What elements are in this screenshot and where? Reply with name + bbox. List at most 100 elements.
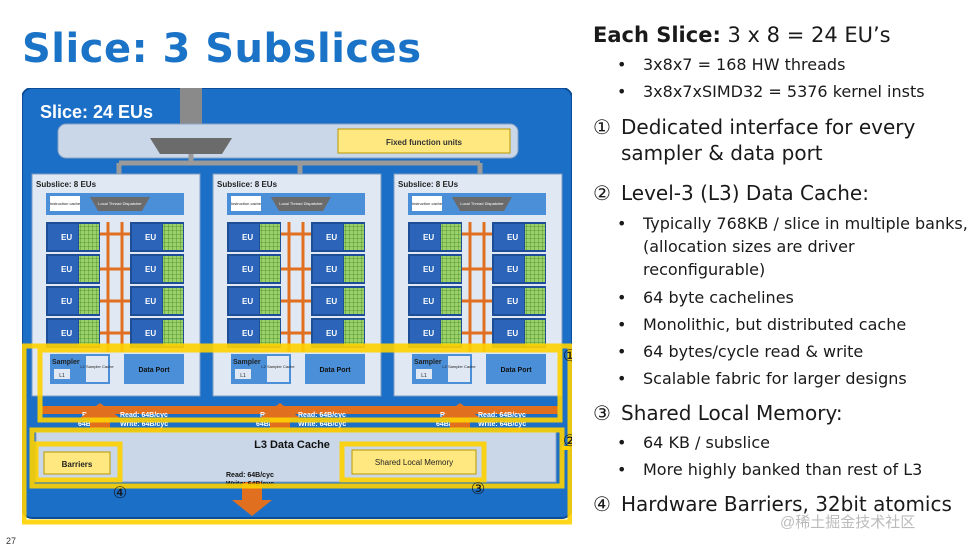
sampler-label: Sampler [52,359,80,366]
l2-sampler-cache-box [448,356,470,382]
section-bullet: 64 KB / subslice [593,431,973,454]
write-label: Write: 64B/cyc [478,421,526,428]
read-label: Read: 64B/cyc [298,412,346,419]
l3-cache-label: L3 Data Cache [254,439,330,451]
highlight-outer [21,343,573,525]
section-number: ① [593,115,611,139]
write-label: Write: 64B/cyc [298,421,346,428]
eu-label: EU [507,233,518,242]
data-port-box [486,354,546,384]
eu-interconnect [281,222,311,352]
highlight-2 [29,427,565,489]
section-1: ① Dedicated interface for every sampler … [593,114,973,166]
bottom-arrow [232,482,272,516]
section-bullet: Monolithic, but distributed cache [593,313,973,336]
dispatcher-label: Local Thread Dispatcher [460,201,504,206]
l1-box [235,369,251,379]
watermark: @稀土掘金技术社区 [780,514,916,531]
fixed-function-label: Fixed function units [386,138,463,147]
section-text: Hardware Barriers, 32bit atomics [621,492,952,516]
eu-label: EU [61,233,72,242]
heading-bullet: 3x8x7 = 168 HW threads [593,53,973,76]
barriers-box [43,451,111,475]
fixed-function-box [337,128,511,154]
fabric-bar [42,406,558,414]
eu-interconnect [462,222,492,352]
slide-title: Slice: 3 Subslices [22,26,422,72]
l1-label: L1 [240,373,246,379]
l2-sampler-cache-box [267,356,289,382]
instruction-cache-box [231,196,261,211]
eu-grid: EU EU EU EU EU EU EU EU [46,222,184,348]
data-port-label: Data Port [319,367,351,374]
instruction-cache-label: Instruction cache [50,201,81,206]
eu-label: EU [423,265,434,274]
instruction-cache-label: Instruction cache [231,201,262,206]
section-bullet: Scalable fabric for larger designs [593,367,973,390]
section-text: Level-3 (L3) Data Cache: [621,181,869,205]
instruction-cache-box [412,196,442,211]
section-bullet: Typically 768KB / slice in multiple bank… [593,212,973,281]
highlight-4 [33,441,123,483]
highlight-1 [37,347,563,423]
marker-4: ④ [113,485,127,502]
slice-heading: Each Slice: 3 x 8 = 24 EU’s [593,22,973,48]
l2-sampler-cache-label: L2 Sampler Cache [80,364,114,369]
slice-label: Slice: 24 EUs [40,102,153,122]
eu-label: EU [61,329,72,338]
eu-interconnect [100,222,130,352]
bottom-read-label: Read: 64B/cyc [226,472,274,479]
write-label: Write: 64B/cyc [120,421,168,428]
marker-1: ① [563,348,572,365]
subslice-label: Subslice: 8 EUs [398,180,459,189]
section-4: ④ Hardware Barriers, 32bit atomics [593,491,973,517]
eu-label: EU [242,297,253,306]
l1-box [416,369,432,379]
eu-grid: EU EU EU EU EU EU EU EU [227,222,365,348]
marker-2: ② [563,433,572,450]
eu-label: EU [326,297,337,306]
dispatcher-shape [271,197,331,211]
dispatcher-label: Local Thread Dispatcher [279,201,323,206]
eu-label: EU [326,233,337,242]
dispatcher-shape [452,197,512,211]
data-port-label: Data Port [500,367,532,374]
read-label-2: 64B/cyc [256,421,283,428]
distribution-lines [116,154,483,180]
l2-sampler-cache-box [86,356,108,382]
eu-label: EU [507,329,518,338]
notes-panel: Each Slice: 3 x 8 = 24 EU’s 3x8x7 = 168 … [593,22,973,517]
section-number: ② [593,181,611,205]
slice-diagram: Slice: 24 EUs Fixed function units Subsl… [21,87,577,528]
data-port-label: Data Port [138,367,170,374]
section-number: ③ [593,401,611,425]
eu-label: EU [145,329,156,338]
section-bullet: 64 bytes/cycle read & write [593,340,973,363]
eu-label: EU [423,329,434,338]
section-text: Dedicated interface for every sampler & … [621,115,916,165]
eu-label: EU [242,265,253,274]
highlight-outlines [21,343,573,525]
dispatcher-label: Local Thread Dispatcher [98,201,142,206]
dispatcher-shape [90,197,150,211]
subslices: Subslice: 8 EUs Instruction cache Local … [31,173,563,397]
sampler-label: Sampler [414,359,442,366]
slice-heading-rest: 3 x 8 = 24 EU’s [720,23,891,47]
l1-label: L1 [421,373,427,379]
shared-local-memory-label: Shared Local Memory [375,458,453,467]
eu-label: EU [507,297,518,306]
l2-sampler-cache-label: L2 Sampler Cache [442,364,476,369]
section-text: Shared Local Memory: [621,401,843,425]
eu-label: EU [423,297,434,306]
eu-label: EU [326,329,337,338]
section-bullet: More highly banked than rest of L3 [593,458,973,481]
data-port-box [124,354,184,384]
slice-heading-bold: Each Slice: [593,23,721,47]
l1-box [54,369,70,379]
subslice-label: Subslice: 8 EUs [217,180,278,189]
eu-label: EU [242,233,253,242]
eu-label: EU [145,297,156,306]
heading-bullet: 3x8x7xSIMD32 = 5376 kernel insts [593,80,973,103]
section-number: ④ [593,492,611,516]
section-2: ② Level-3 (L3) Data Cache: [593,180,973,206]
